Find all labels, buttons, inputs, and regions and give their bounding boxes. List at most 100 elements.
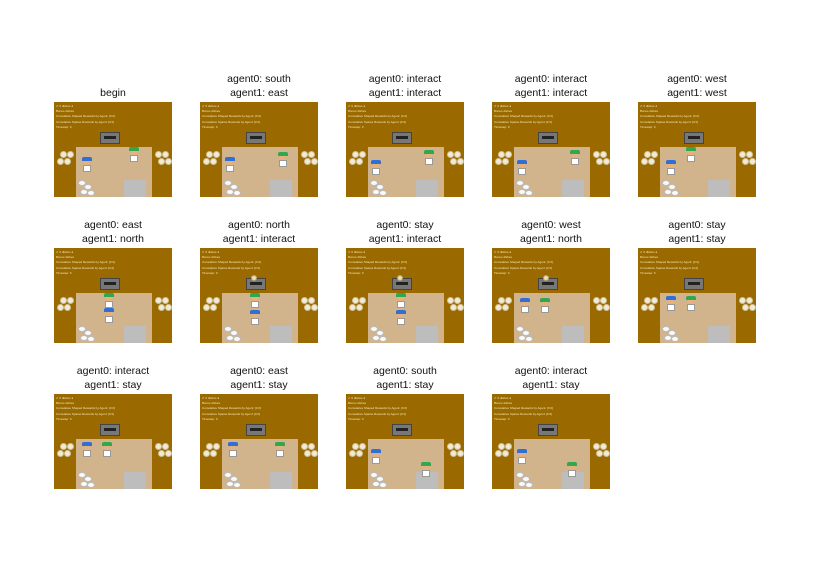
chef-hat-icon [421, 462, 431, 466]
chef-body [687, 304, 695, 311]
chef-body [568, 470, 576, 477]
serving-area [562, 180, 584, 197]
plate-icon [525, 482, 533, 488]
hud-line: Cumulative Sparse Rewards by Agent: [0 0… [348, 119, 407, 124]
plate-icon [230, 476, 238, 482]
plate-icon [525, 190, 533, 196]
caption-line1: agent0: interact [76, 365, 150, 377]
onion-icon [600, 443, 607, 450]
plate-icon [87, 190, 95, 196]
pot-slot [688, 136, 700, 139]
hud-line: Timestep: 0 [202, 270, 218, 275]
plate-icon [233, 482, 241, 488]
onion-icon [505, 443, 512, 450]
chef-hat-icon [567, 462, 577, 466]
agent1-chef-icon [278, 152, 288, 167]
chef-hat-icon [520, 298, 530, 302]
agent0-chef-icon [371, 449, 381, 464]
caption-line2: agent1: stay [376, 379, 434, 391]
onion-icon [498, 297, 505, 304]
chef-body [518, 168, 526, 175]
serving-area [708, 326, 730, 343]
hud-line: ✔ 0 dishes ● [56, 396, 74, 400]
plate-icon [522, 330, 530, 336]
onion-icon [447, 151, 454, 158]
plate-icon [668, 330, 676, 336]
hud-line: Cumulative Shaped Rewards by Agent: [0 0… [56, 260, 115, 265]
plate-icon [522, 184, 530, 190]
serving-area [416, 326, 438, 343]
pot-slot [396, 282, 408, 285]
serving-area [416, 472, 438, 489]
onion-icon [60, 443, 67, 450]
hud-line: Cumulative Shaped Rewards by Agent: [0 0… [640, 114, 699, 119]
hud-line: Cumulative Shaped Rewards by Agent: [0 0… [348, 114, 407, 119]
hud-line: Cumulative Shaped Rewards by Agent: [0 0… [56, 406, 115, 411]
plate-icon [224, 180, 232, 186]
hud-line: ✔ 0 dishes ● [494, 250, 512, 254]
onion-icon [352, 151, 359, 158]
onion-icon [457, 304, 464, 311]
chef-face [398, 314, 404, 318]
caption-line2: agent1: stay [230, 379, 288, 391]
onion-icon [603, 304, 610, 311]
onion-icon [450, 450, 457, 457]
chef-hat-icon [666, 160, 676, 164]
plate-icon [78, 180, 86, 186]
pot-slot [250, 428, 262, 431]
serving-area [270, 326, 292, 343]
onion-icon [57, 450, 64, 457]
plate-icon [224, 472, 232, 478]
onion-icon [57, 158, 64, 165]
onion-icon [352, 297, 359, 304]
chef-hat-icon [666, 296, 676, 300]
chef-face [252, 297, 258, 301]
onion-icon [304, 158, 311, 165]
hud-line: Bonus dishes [348, 109, 367, 114]
chef-body [518, 457, 526, 464]
agent1-chef-icon [421, 462, 431, 477]
agent0-chef-icon [371, 160, 381, 175]
caption-line2: agent1: interact [368, 233, 442, 245]
agent0-chef-icon [228, 442, 238, 457]
hud-line: Timestep: 0 [494, 270, 510, 275]
pot-stove [392, 424, 412, 436]
caption-line1: agent0: stay [376, 219, 434, 231]
onion-icon [67, 443, 74, 450]
chef-body [103, 450, 111, 457]
onion-icon [349, 450, 356, 457]
pot-slot [396, 136, 408, 139]
pot-slot [542, 282, 554, 285]
plate-icon [522, 476, 530, 482]
onion-icon [502, 158, 509, 165]
pot-slot [250, 136, 262, 139]
pot-stove [684, 278, 704, 290]
onion-in-pot-icon [543, 275, 549, 281]
pot-stove [100, 278, 120, 290]
onion-icon [203, 304, 210, 311]
caption-line1: agent0: south [227, 73, 291, 85]
caption-line2: agent1: stay [84, 379, 142, 391]
agent0-chef-icon [520, 298, 530, 313]
hud-line: Cumulative Shaped Rewards by Agent: [0 0… [348, 406, 407, 411]
hud-line: Bonus dishes [640, 255, 659, 260]
hud-line: Cumulative Sparse Rewards by Agent: [0 0… [56, 119, 115, 124]
onion-icon [454, 297, 461, 304]
chef-face [668, 300, 674, 304]
hud-line: ✔ 0 dishes ● [56, 104, 74, 108]
pot-stove [246, 278, 266, 290]
onion-icon [359, 151, 366, 158]
caption-line2: agent1: stay [522, 379, 580, 391]
